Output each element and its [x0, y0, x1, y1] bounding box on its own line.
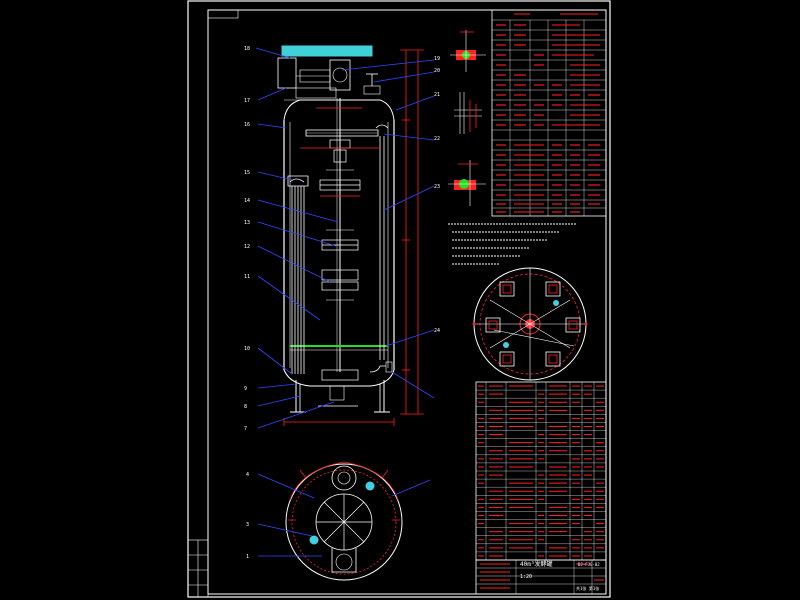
binding-strip — [187, 539, 209, 598]
balloon-15: 15 — [244, 170, 250, 176]
balloon-22: 22 — [434, 136, 440, 142]
inner-frame — [207, 9, 607, 595]
balloon-10: 10 — [244, 346, 250, 352]
drawing-number: DJ-FJG-02 — [578, 562, 600, 567]
corner-tab — [207, 9, 239, 19]
balloon-23: 23 — [434, 184, 440, 190]
balloon-20: 20 — [434, 68, 440, 74]
detail-views — [448, 30, 486, 206]
title-block: 40m³发酵罐 DJ-FJG-02 1:20 共1张 第1张 — [475, 559, 607, 595]
spec-table — [491, 9, 607, 217]
balloon-1: 1 — [246, 554, 249, 560]
parts-list — [475, 381, 607, 561]
balloon-16: 16 — [244, 122, 250, 128]
balloon-17: 17 — [244, 98, 250, 104]
sheet-border — [187, 0, 611, 598]
balloon-24: 24 — [434, 328, 440, 334]
drawing-scale: 1:20 — [520, 574, 532, 580]
sheet-number: 共1张 第1张 — [576, 585, 599, 591]
balloon-18: 18 — [244, 46, 250, 52]
plan-view: 4 3 1 — [246, 461, 431, 581]
balloon-4: 4 — [246, 472, 249, 478]
agitator-motor — [281, 45, 373, 57]
vessel-elevation: 18 17 16 15 14 13 12 11 10 9 8 7 19 20 2… — [244, 45, 440, 432]
drawing-title: 40m³发酵罐 — [520, 560, 552, 568]
balloon-11: 11 — [244, 274, 250, 280]
nozzle-orientation-view — [472, 267, 588, 381]
balloon-21: 21 — [434, 92, 440, 98]
balloon-9: 9 — [244, 386, 247, 392]
balloon-8: 8 — [244, 404, 247, 410]
balloon-3: 3 — [246, 522, 249, 528]
balloon-7: 7 — [244, 426, 247, 432]
balloon-19: 19 — [434, 56, 440, 62]
technical-notes — [448, 223, 576, 265]
balloon-13: 13 — [244, 220, 250, 226]
balloon-12: 12 — [244, 244, 250, 250]
balloon-14: 14 — [244, 198, 250, 204]
